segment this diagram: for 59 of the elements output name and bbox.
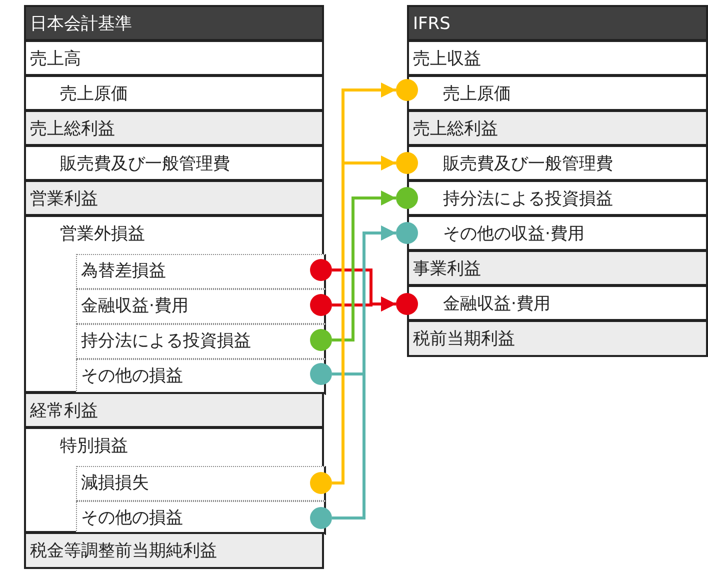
table-row bbox=[407, 145, 708, 181]
row-label: 営業外損益 bbox=[60, 223, 145, 246]
row-label: 事業利益 bbox=[413, 258, 481, 281]
row-label: その他の損益 bbox=[81, 365, 183, 388]
table-row bbox=[24, 110, 324, 146]
table-row bbox=[76, 324, 326, 359]
table-row bbox=[76, 289, 326, 324]
row-label: 営業利益 bbox=[30, 188, 98, 211]
table-row bbox=[24, 427, 324, 533]
row-label: 売上総利益 bbox=[30, 118, 115, 141]
table-row bbox=[24, 392, 324, 428]
arrow bbox=[332, 190, 396, 342]
arrow bbox=[332, 296, 396, 312]
row-label: 持分法による投資損益 bbox=[443, 188, 613, 211]
circle-marker bbox=[396, 187, 418, 209]
row-label: 為替差損益 bbox=[81, 260, 166, 283]
circle-marker bbox=[396, 79, 418, 101]
row-label: 減損損失 bbox=[81, 472, 149, 495]
table-row bbox=[76, 254, 326, 289]
table-row bbox=[24, 75, 324, 111]
table-row bbox=[407, 320, 708, 357]
row-label: 金融収益·費用 bbox=[81, 295, 188, 318]
circle-marker bbox=[396, 222, 418, 244]
table-row bbox=[76, 466, 326, 501]
table-row bbox=[407, 215, 708, 251]
row-label: その他の収益·費用 bbox=[443, 223, 584, 246]
table-row bbox=[407, 110, 708, 146]
row-label: IFRS bbox=[413, 13, 450, 36]
row-label: 持分法による投資損益 bbox=[81, 330, 251, 353]
circle-marker bbox=[396, 152, 418, 174]
row-label: 売上原価 bbox=[60, 83, 128, 106]
row-label: 日本会計基準 bbox=[30, 13, 132, 36]
row-label: その他の損益 bbox=[81, 507, 183, 530]
table-row bbox=[24, 532, 324, 569]
row-label: 金融収益·費用 bbox=[443, 293, 550, 316]
circle-marker bbox=[396, 293, 418, 315]
table-header bbox=[24, 5, 324, 41]
row-label: 販売費及び一般管理費 bbox=[443, 153, 613, 176]
row-label: 経常利益 bbox=[30, 400, 98, 423]
table-row bbox=[407, 75, 708, 111]
table-row bbox=[24, 180, 324, 216]
arrow bbox=[332, 156, 396, 484]
table-row bbox=[24, 215, 324, 393]
row-label: 売上収益 bbox=[413, 48, 481, 71]
row-label: 税前当期利益 bbox=[413, 328, 515, 351]
row-label: 特別損益 bbox=[60, 435, 128, 458]
table-row bbox=[407, 180, 708, 216]
row-label: 税金等調整前当期純利益 bbox=[30, 540, 217, 563]
table-header bbox=[407, 5, 708, 41]
table-row bbox=[24, 40, 324, 76]
row-label: 売上高 bbox=[30, 48, 81, 71]
table-row bbox=[407, 285, 708, 321]
row-label: 販売費及び一般管理費 bbox=[60, 153, 230, 176]
row-label: 売上総利益 bbox=[413, 118, 498, 141]
row-label: 売上原価 bbox=[443, 83, 511, 106]
table-row bbox=[407, 250, 708, 286]
table-row bbox=[407, 40, 708, 76]
arrow bbox=[332, 226, 396, 520]
table-row bbox=[24, 145, 324, 181]
